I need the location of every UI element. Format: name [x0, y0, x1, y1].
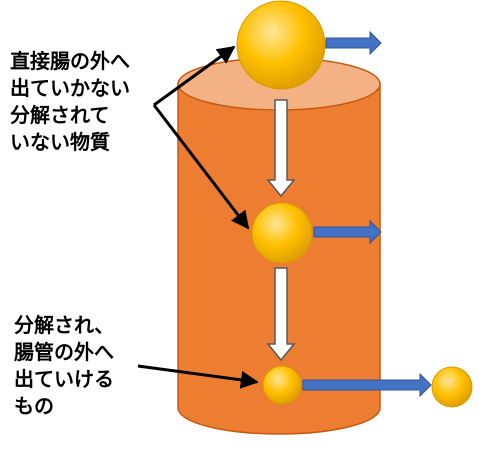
pointer-to-medium-ball — [152, 104, 250, 230]
side-arrow-top — [325, 30, 382, 56]
substance-ball-small — [262, 365, 302, 405]
label-top-line-2: 出ていかない — [10, 76, 130, 100]
label-bottom-line-4: もの — [14, 394, 54, 418]
pointer-to-large-ball — [153, 45, 236, 107]
label-top-line-4: いない物質 — [10, 130, 110, 154]
pointer-to-small-ball — [137, 364, 259, 389]
label-top-line-3: 分解されて — [10, 103, 110, 127]
label-bottom-line-2: 腸管の外へ — [14, 340, 114, 364]
label-digested-substance: 分解され、 腸管の外へ 出ていける もの — [14, 312, 114, 420]
substance-ball-medium — [251, 202, 313, 264]
down-arrow-1 — [266, 99, 296, 198]
down-arrow-2 — [266, 267, 296, 362]
substance-ball-outside — [431, 366, 473, 408]
substance-ball-large — [236, 0, 326, 90]
side-arrow-middle — [313, 219, 382, 245]
label-bottom-line-1: 分解され、 — [14, 313, 115, 337]
label-bottom-line-3: 出ていける — [14, 367, 114, 391]
side-arrow-bottom — [302, 372, 432, 398]
label-undigested-substance: 直接腸の外へ 出ていかない 分解されて いない物質 — [10, 48, 130, 156]
label-top-line-1: 直接腸の外へ — [10, 49, 130, 73]
